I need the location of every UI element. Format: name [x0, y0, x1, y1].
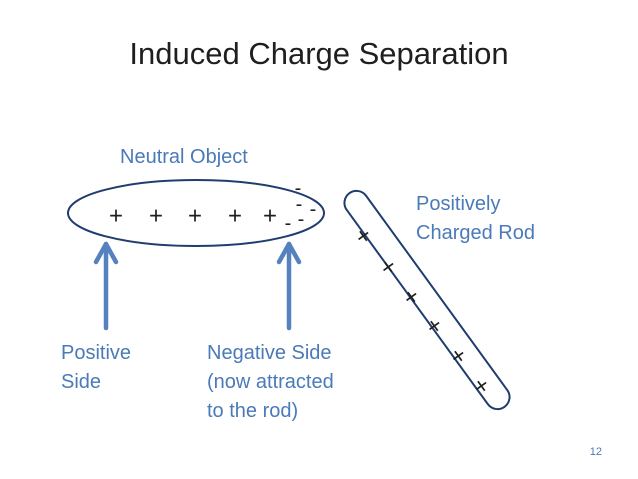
rod-plus-charge: +	[373, 254, 403, 281]
object-minus-charge: -	[285, 212, 292, 234]
negative-side-label-line: (now attracted	[207, 371, 334, 393]
charged-rod-label-line: Positively	[416, 193, 501, 215]
charged-rod-label-line: Charged Rod	[416, 222, 535, 244]
rod-plus-charge: +	[443, 343, 473, 370]
object-plus-charge: +	[109, 202, 123, 229]
positive-side-arrow	[93, 241, 119, 331]
rod-plus-charge: +	[396, 284, 426, 311]
object-minus-charge: -	[298, 208, 305, 230]
object-minus-charge: -	[295, 177, 302, 199]
negative-side-arrow	[276, 241, 302, 331]
neutral-object-label: Neutral Object	[120, 146, 248, 168]
object-plus-charge: +	[263, 202, 277, 229]
slide-number: 12	[589, 446, 602, 458]
object-plus-charge: +	[149, 202, 163, 229]
neutral-object-ellipse	[67, 179, 325, 247]
positive-side-label: Positive Side	[61, 339, 131, 397]
negative-side-label-line: to the rod)	[207, 400, 299, 422]
object-minus-charge: -	[310, 198, 317, 220]
object-plus-charge: +	[188, 202, 202, 229]
charged-rod	[343, 189, 511, 411]
negative-side-label: Negative Side (now attracted to the rod)	[207, 339, 334, 426]
charged-rod-label: Positively Charged Rod	[416, 190, 535, 248]
object-minus-charge: -	[296, 193, 303, 215]
positive-side-label-line: Side	[61, 371, 102, 393]
slide-title: Induced Charge Separation	[129, 36, 509, 71]
negative-side-label-line: Negative Side	[207, 342, 332, 364]
positive-side-label-line: Positive	[61, 342, 132, 364]
object-plus-charge: +	[228, 202, 242, 229]
